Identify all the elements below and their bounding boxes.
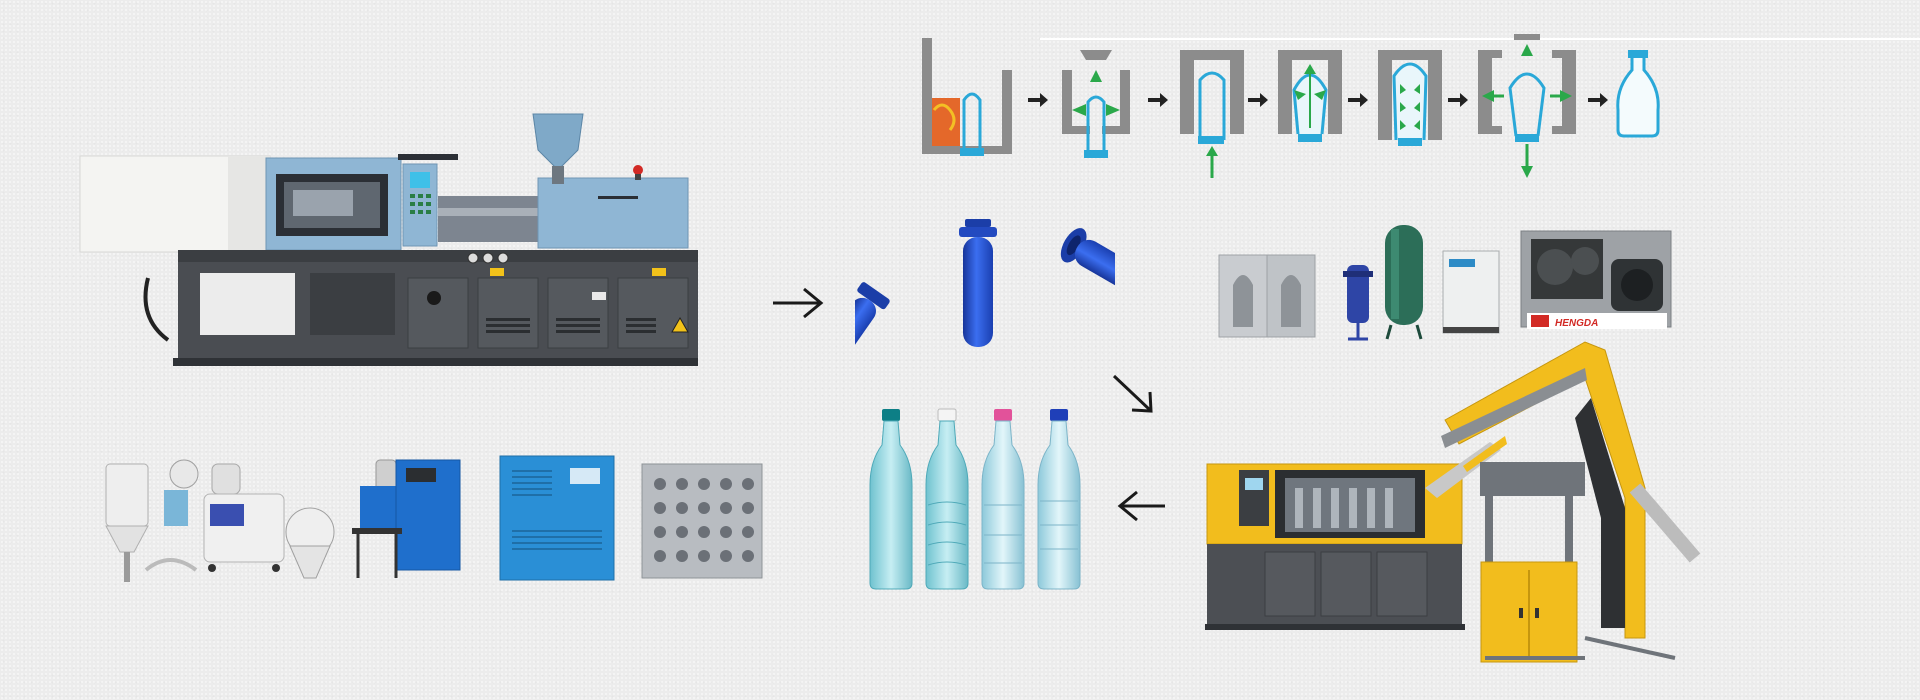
injection-auxiliary-equipment (100, 450, 770, 600)
stretch-blow-process-steps (920, 30, 1670, 180)
pet-preforms (855, 215, 1115, 360)
arrow-left-icon (1115, 488, 1167, 524)
blow-auxiliary-equipment: HENGDA (1215, 215, 1685, 345)
pet-bottles (862, 405, 1094, 593)
compressor-brand-label: HENGDA (1555, 318, 1598, 329)
top-divider (1040, 38, 1920, 40)
injection-molding-machine (78, 108, 698, 383)
arrow-right-icon (770, 285, 826, 321)
automatic-blow-molding-machine (1205, 338, 1705, 668)
arrow-down-right-icon (1110, 372, 1158, 416)
